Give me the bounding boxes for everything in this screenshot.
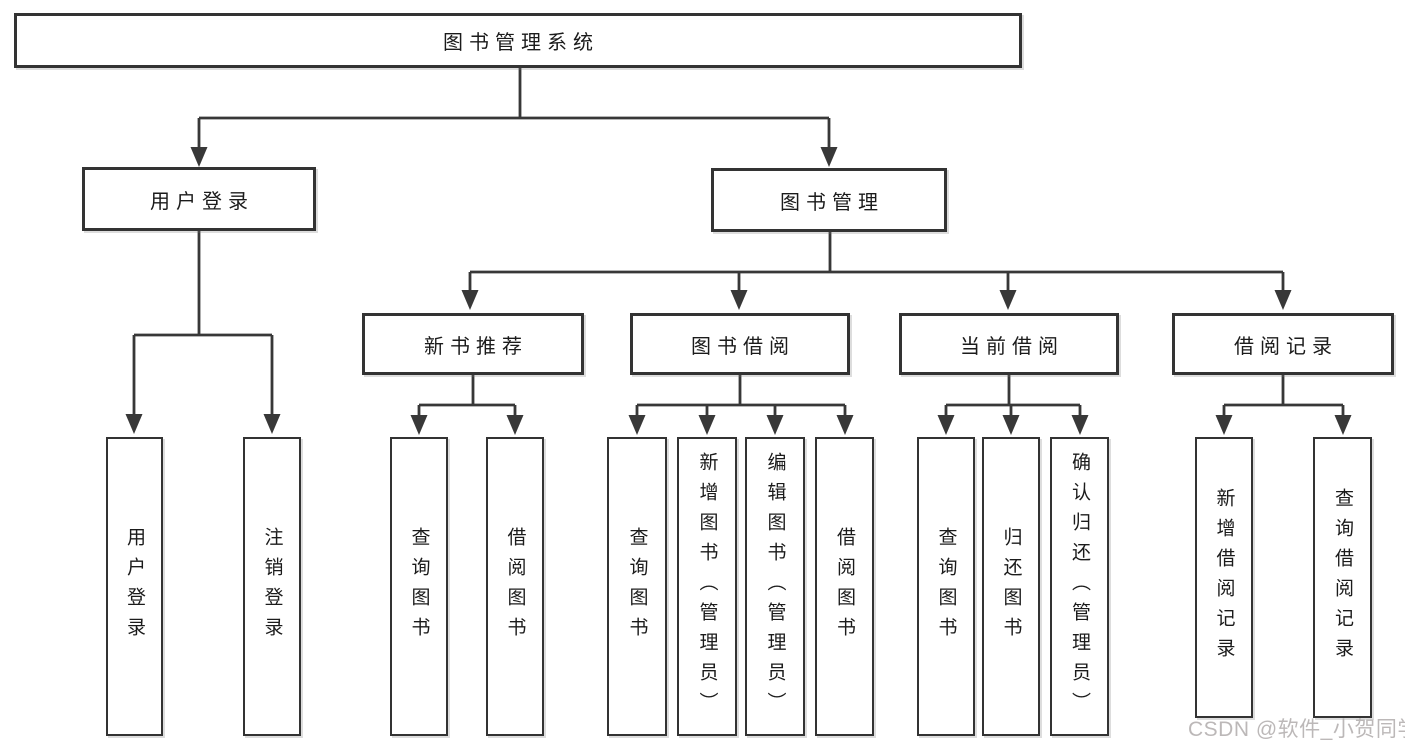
leaf-borrow-books-borrowing: 借阅图书 [815,437,874,736]
leaf-add-books-admin: 新增图书（管理员） [677,437,737,736]
node-label: 借阅图书 [504,526,526,647]
leaf-add-borrow-record: 新增借阅记录 [1195,437,1253,718]
node-new-book-recommendation: 新书推荐 [362,313,584,375]
node-label: 查询图书 [935,526,957,647]
leaf-query-books-borrowing: 查询图书 [607,437,667,736]
node-label: 查询图书 [408,526,430,647]
node-current-borrowing: 当前借阅 [899,313,1119,375]
node-label: 借阅记录 [1234,335,1338,358]
node-book-borrowing: 图书借阅 [630,313,850,375]
csdn-watermark: CSDN @软件_小贺同学 [1188,718,1405,741]
leaf-logout: 注销登录 [243,437,301,736]
node-label: 新增图书（管理员） [696,451,718,722]
node-label: 注销登录 [261,526,283,647]
leaf-user-login: 用户登录 [106,437,163,736]
node-label: 图书管理 [780,191,884,214]
leaf-query-borrow-record: 查询借阅记录 [1313,437,1372,718]
node-book-management: 图书管理 [711,168,947,232]
node-label: 用户登录 [150,190,254,213]
node-label: 当前借阅 [960,335,1064,358]
node-label: 用户登录 [124,526,145,647]
node-label: 归还图书 [1000,526,1022,647]
node-label: 新增借阅记录 [1213,487,1235,668]
arrowhead-icons [125,147,1352,435]
node-label: 新书推荐 [424,335,528,358]
node-label: 确认归还（管理员） [1069,451,1090,722]
connector-lines [132,68,1345,418]
node-label: 图书管理系统 [443,32,599,54]
leaf-confirm-return-admin: 确认归还（管理员） [1050,437,1109,736]
node-book-management-system: 图书管理系统 [14,13,1022,68]
leaf-borrow-books-recommend: 借阅图书 [486,437,544,736]
node-borrowing-records: 借阅记录 [1172,313,1394,375]
leaf-return-books: 归还图书 [982,437,1040,736]
node-label: 借阅图书 [834,526,855,647]
node-label: 查询借阅记录 [1332,487,1353,668]
leaf-query-books-recommend: 查询图书 [390,437,448,736]
leaf-edit-books-admin: 编辑图书（管理员） [745,437,805,736]
node-user-login: 用户登录 [82,167,316,231]
leaf-query-books-current: 查询图书 [917,437,975,736]
node-label: 编辑图书（管理员） [764,451,786,722]
node-label: 图书借阅 [691,335,795,358]
node-label: 查询图书 [626,526,648,647]
